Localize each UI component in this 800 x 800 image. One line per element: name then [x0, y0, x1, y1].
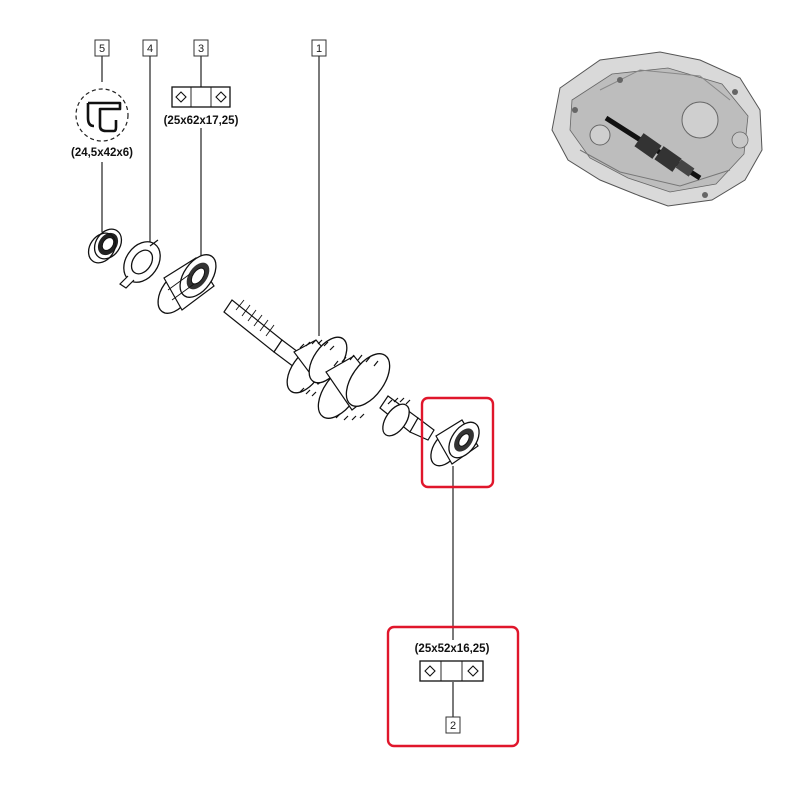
- bearing-2-part[interactable]: [425, 417, 486, 472]
- callout-1[interactable]: 1: [311, 39, 327, 57]
- bearing-symbol-icon: [419, 660, 484, 682]
- callout-number: 1: [316, 43, 322, 55]
- bearing-3-part[interactable]: [151, 248, 223, 319]
- oil-seal-part[interactable]: [83, 224, 127, 268]
- highlight-bearing-2-callout: [386, 625, 520, 748]
- oil-seal-icon: [75, 88, 129, 142]
- callout-5[interactable]: 5: [94, 39, 110, 57]
- primary-shaft-part[interactable]: [223, 299, 435, 441]
- callout-number: 4: [147, 43, 153, 55]
- callout-number: 5: [99, 43, 105, 55]
- callout-4[interactable]: 4: [142, 39, 158, 57]
- callout-number: 3: [198, 43, 204, 55]
- callout-number: 2: [450, 720, 456, 732]
- seal-dimension-label: (24,5x42x6): [71, 147, 133, 159]
- gearbox-thumbnail: [551, 51, 763, 207]
- bearing-symbol-icon: [171, 86, 231, 108]
- highlight-bearing-2-part: [420, 396, 495, 489]
- bearing-2-dimension-label: (25x52x16,25): [415, 643, 490, 655]
- callout-2[interactable]: 2: [445, 716, 461, 734]
- bearing-3-dimension-label: (25x62x17,25): [164, 115, 239, 127]
- retaining-plate-part[interactable]: [116, 235, 167, 289]
- callout-3[interactable]: 3: [193, 39, 209, 57]
